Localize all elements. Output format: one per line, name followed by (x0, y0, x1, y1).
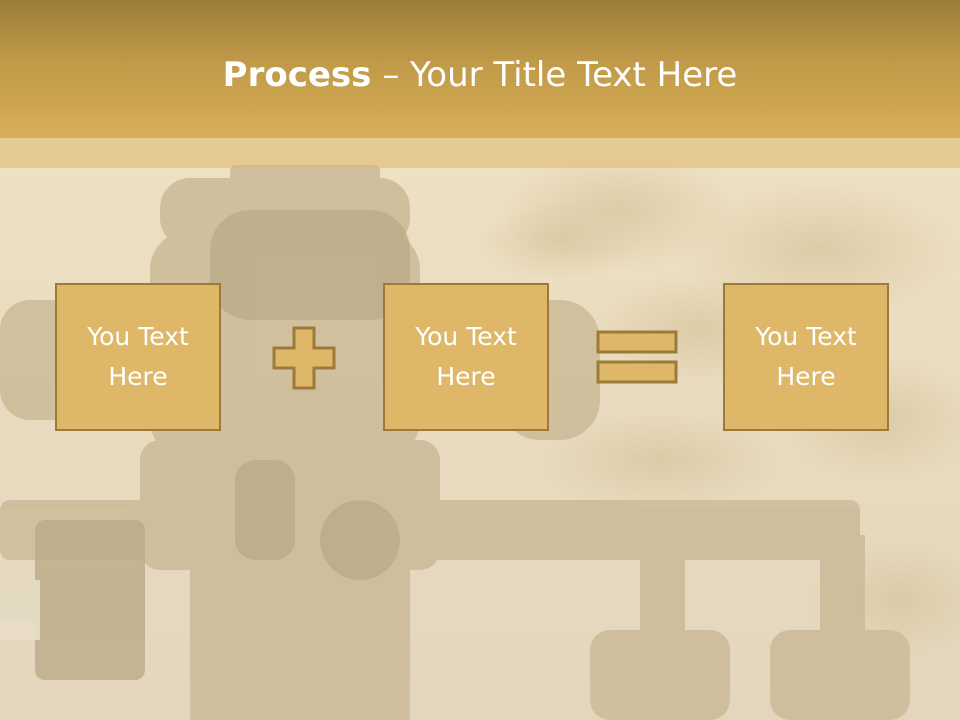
equals-icon (596, 330, 678, 384)
process-box-3-text: You Text Here (755, 322, 857, 391)
title-rest: Your Title Text Here (410, 55, 738, 95)
process-box-1-text: You Text Here (87, 322, 189, 391)
process-box-3[interactable]: You Text Here (723, 283, 889, 431)
slide-title[interactable]: Process – Your Title Text Here (0, 52, 960, 98)
title-dash: – (371, 55, 411, 95)
process-box-2[interactable]: You Text Here (383, 283, 549, 431)
title-bar (0, 0, 960, 138)
title-strip (0, 138, 960, 168)
plus-icon (272, 326, 336, 390)
process-box-2-text: You Text Here (415, 322, 517, 391)
title-bold: Process (222, 55, 372, 95)
process-box-1[interactable]: You Text Here (55, 283, 221, 431)
